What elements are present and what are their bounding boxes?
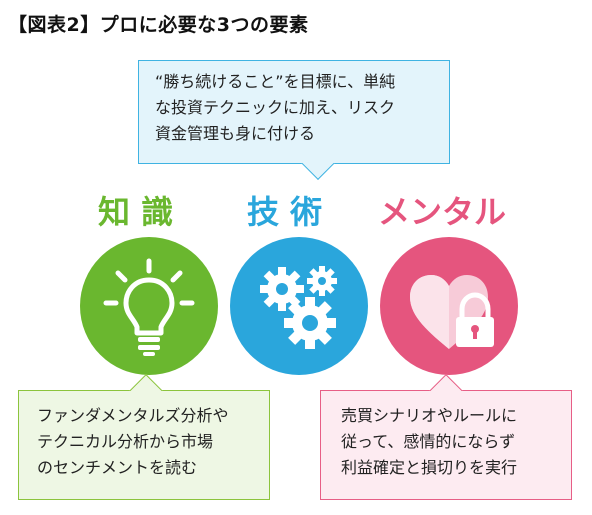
knowledge-note-bubble: ファンダメンタルズ分析や テクニカル分析から市場 のセンチメントを読む	[18, 374, 270, 500]
skill-label: 技 術	[247, 193, 323, 231]
skill-circle	[230, 237, 368, 375]
mental-note-bubble: 売買シナリオやルールに 従って、感情的にならず 利益確定と損切りを実行	[320, 374, 572, 500]
mental-label: メンタル	[378, 193, 507, 231]
knowledge-circle	[80, 237, 218, 375]
gears-icon	[260, 266, 337, 349]
knowledge-label: 知 識	[98, 193, 174, 231]
knowledge-note-line-2: テクニカル分析から市場	[37, 432, 214, 451]
top-note-bubble: “勝ち続けること”を目標に、単純 な投資テクニックに加え、リスク 資金管理も身に…	[138, 60, 450, 180]
mental-note-line-1: 売買シナリオやルールに	[341, 406, 518, 425]
mental-circle	[380, 237, 518, 375]
top-note-line-2: な投資テクニックに加え、リスク	[155, 98, 396, 117]
heart-lock-icon	[410, 275, 494, 349]
mental-note-line-2: 従って、感情的にならず	[341, 432, 516, 451]
top-note-line-1: “勝ち続けること”を目標に、単純	[155, 72, 396, 91]
top-note-line-3: 資金管理も身に付ける	[155, 124, 316, 143]
knowledge-note-line-1: ファンダメンタルズ分析や	[37, 406, 229, 425]
knowledge-note-line-3: のセンチメントを読む	[37, 458, 198, 477]
lightbulb-icon	[103, 258, 195, 356]
mental-note-line-3: 利益確定と損切りを実行	[341, 458, 518, 477]
top-note-pointer	[301, 146, 335, 180]
figure-title: 【図表2】プロに必要な3つの要素	[8, 14, 309, 36]
